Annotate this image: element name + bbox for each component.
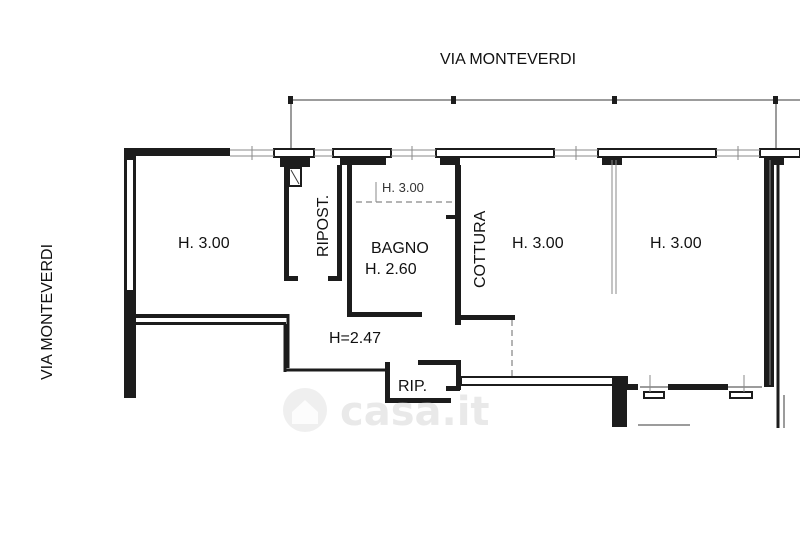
exterior-top-wall (124, 148, 800, 167)
exterior-left-wall (124, 148, 136, 398)
bagno-ceiling-label: H. 3.00 (382, 180, 424, 195)
rip-walls (385, 360, 461, 403)
windows (230, 146, 760, 160)
room-label-ripostiglio: RIPOST. (315, 195, 332, 257)
casa-it-watermark: casa.it (283, 388, 490, 435)
lower-exterior-wall (460, 375, 762, 427)
right-wall (764, 157, 785, 428)
room1-bottom-wall (136, 314, 388, 372)
watermark-text: casa.it (340, 389, 490, 435)
room-label-cottura: COTTURA (472, 210, 489, 288)
street-label-left: VIA MONTEVERDI (39, 244, 56, 380)
kitchen-walls (455, 160, 617, 378)
house-icon (283, 388, 327, 432)
room-label-bagno: BAGNO (371, 240, 429, 257)
room-label-bagno-height: H. 2.60 (365, 261, 417, 278)
bagno-walls (347, 165, 461, 325)
ripostiglio-walls (284, 165, 342, 281)
room-label-room4: H. 3.00 (650, 235, 702, 252)
street-label-top: VIA MONTEVERDI (440, 51, 576, 68)
room-label-rip: RIP. (398, 378, 427, 395)
room-label-room1: H. 3.00 (178, 235, 230, 252)
corridor-label: H=2.47 (329, 330, 381, 347)
dimension-line (288, 96, 800, 150)
room-label-room3: H. 3.00 (512, 235, 564, 252)
